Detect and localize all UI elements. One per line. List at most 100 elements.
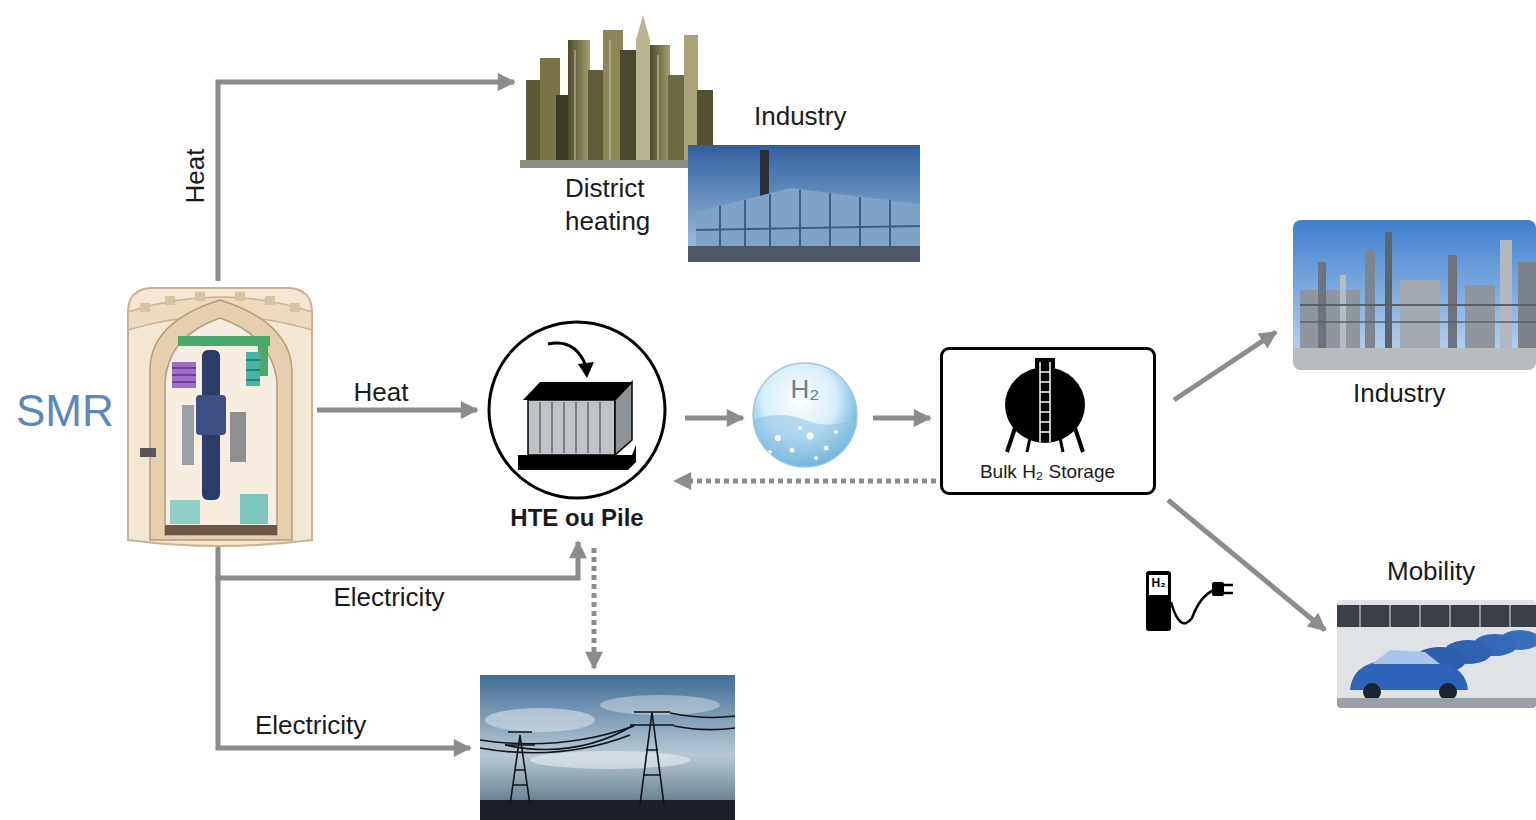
flow-arrow <box>218 542 578 578</box>
reactor-illustration <box>165 525 277 535</box>
storage-tank-icon <box>1005 367 1085 443</box>
reactor-illustration <box>265 296 275 305</box>
reactor-illustration <box>240 494 268 524</box>
electrolyser-icon <box>587 402 589 453</box>
refinery-photo <box>1300 290 1360 350</box>
hydrogen-sphere <box>752 415 858 470</box>
electrolyser-icon <box>528 400 615 455</box>
mobility-label: Mobility <box>1387 557 1475 587</box>
electrolyser-node: HTE ou Pile <box>487 320 671 536</box>
reactor-illustration <box>150 300 292 540</box>
storage-tank-icon <box>1027 438 1030 452</box>
city-illustration <box>520 15 715 168</box>
electrolyser-icon <box>518 445 636 470</box>
mobility-photo <box>1509 605 1511 627</box>
refinery-photo <box>1340 275 1346 350</box>
reactor-illustration <box>165 318 277 535</box>
reactor-illustration <box>246 352 260 386</box>
power-grid-photo <box>630 712 674 725</box>
storage-tank-icon <box>1040 401 1050 403</box>
power-grid-photo <box>670 713 735 717</box>
reactor-illustration <box>182 405 194 465</box>
city-illustration <box>650 45 670 164</box>
reactor-illustration <box>165 296 175 305</box>
city-illustration <box>520 160 715 168</box>
flow-arrow <box>218 82 514 281</box>
reactor-illustration <box>128 288 312 546</box>
industry-node: Industry <box>688 100 921 263</box>
power-grid-photo <box>674 726 735 730</box>
city-illustration <box>575 50 576 160</box>
storage-tank-icon <box>1040 371 1050 373</box>
edge-label: Electricity <box>333 582 444 613</box>
mobility-photo <box>1479 605 1481 627</box>
hydrogen-sphere <box>814 456 818 460</box>
flow-arrow <box>675 479 936 484</box>
edge-label: Heat <box>354 377 409 408</box>
refinery-photo <box>1500 240 1512 350</box>
storage-tank-icon <box>1040 381 1050 383</box>
mobility-photo <box>1372 650 1440 664</box>
reactor-illustration <box>246 369 260 371</box>
reactor-illustration <box>172 374 196 376</box>
hydrogen-sphere <box>775 435 781 441</box>
refinery-photo <box>1448 255 1457 350</box>
electrolyser-label: HTE ou Pile <box>487 504 667 532</box>
refinery-photo <box>1385 232 1392 350</box>
mobility-photo <box>1359 605 1361 627</box>
electrolyser-icon <box>548 343 586 366</box>
district-heating-label: District heating <box>565 172 693 237</box>
refinery-photo <box>1300 304 1536 306</box>
hydrogen-pump-icon <box>1212 582 1224 596</box>
city-illustration <box>620 50 636 164</box>
electrolyser-icon <box>563 402 565 453</box>
city-illustration <box>658 55 659 160</box>
hydrogen-sphere <box>752 415 858 470</box>
storage-tank-icon <box>1040 391 1050 393</box>
hydrogen-pump-icon <box>1224 584 1233 587</box>
reactor-illustration <box>195 292 205 301</box>
industry-label: Industry <box>1353 379 1446 409</box>
power-grid-photo <box>480 675 735 820</box>
reactor-illustration <box>178 336 270 346</box>
storage-tank-icon <box>1040 411 1050 413</box>
power-grid-photo <box>640 712 664 805</box>
electrolyser-icon <box>523 382 632 400</box>
grid-connectors <box>592 548 597 668</box>
industry-photo <box>696 226 920 230</box>
flow-arrow <box>1174 332 1276 400</box>
edge-label: Heat <box>180 149 211 204</box>
hydrogen-label: H₂ <box>753 375 857 405</box>
hydrogen-sphere <box>768 450 772 454</box>
industry-label: Industry <box>754 102 847 132</box>
reactor-node: SMR <box>10 283 315 545</box>
hydrogen-sphere <box>790 448 795 453</box>
storage-tank-icon <box>1060 438 1063 452</box>
circle-outline <box>489 322 665 498</box>
industry-photo <box>688 145 920 262</box>
flow-arrow <box>1168 500 1325 630</box>
circle-outline <box>487 320 667 500</box>
electrolyser-icon <box>599 402 601 453</box>
power-grid-photo <box>643 750 661 775</box>
hydrogen-sphere <box>807 433 814 440</box>
storage-tank-icon <box>1007 428 1015 452</box>
mobility-photo <box>1337 698 1536 708</box>
hydrogen-sphere <box>824 446 829 451</box>
refinery-photo <box>1300 321 1536 323</box>
reactor-illustration <box>196 395 226 435</box>
reactor-illustration <box>172 362 196 388</box>
mobility-photo <box>1337 600 1536 708</box>
hydrogen-node: H₂ <box>753 363 861 467</box>
industry-photo <box>688 145 920 262</box>
storage-tank-icon <box>1035 358 1055 368</box>
reactor-name: SMR <box>16 386 114 437</box>
refinery-photo <box>1465 285 1495 350</box>
refinery-photo <box>1293 220 1536 370</box>
storage-box: Bulk H₂ Storage <box>940 347 1156 495</box>
city-illustration <box>568 40 590 164</box>
city-illustration <box>668 75 686 164</box>
connector-label: Electricity <box>255 711 366 740</box>
storage-tank-icon <box>1005 358 1085 452</box>
